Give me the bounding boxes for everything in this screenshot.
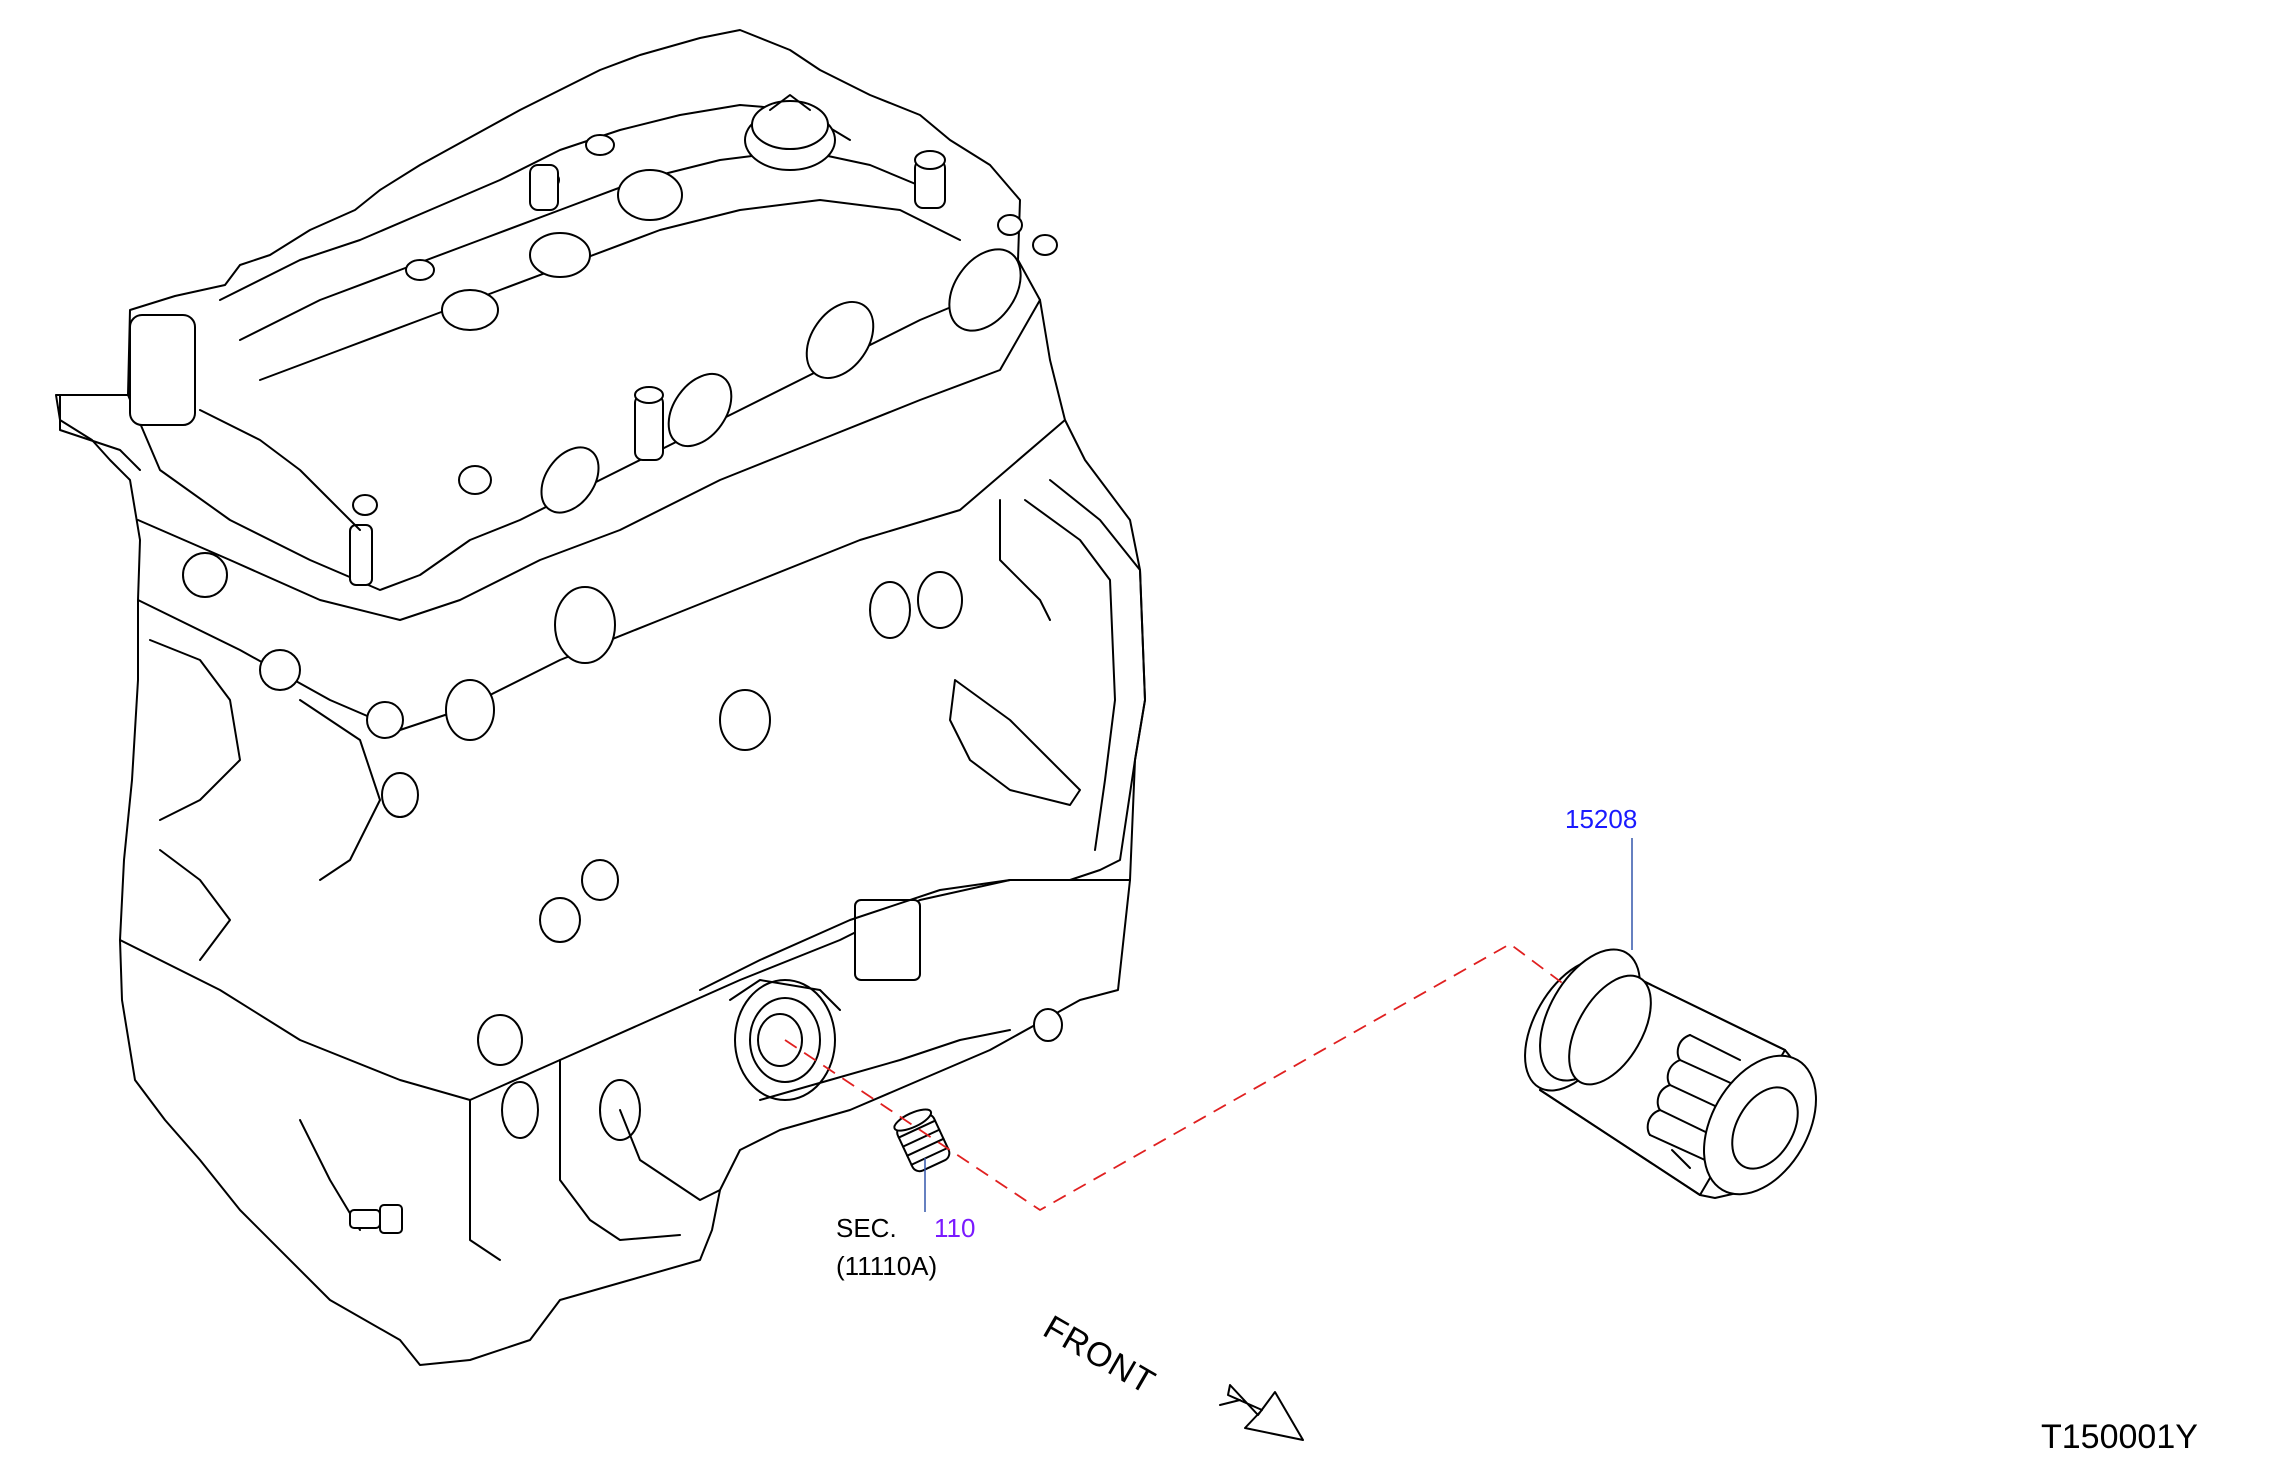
oil-filter-icon [1524, 948, 1817, 1199]
drawing-code: T150001Y [2041, 1418, 2198, 1456]
engine-assembly-icon [55, 29, 1146, 1366]
section-number-link[interactable]: 110 [934, 1213, 976, 1243]
oil-filter-stud-icon [893, 1108, 951, 1173]
assembly-dash-line [784, 942, 1566, 1212]
engine-outline [55, 29, 1146, 1366]
section-prefix: SEC. [836, 1213, 897, 1243]
section-subref: (11110A) [836, 1251, 938, 1281]
front-arrow-icon [1219, 1384, 1304, 1441]
part-number-label[interactable]: 15208 [1565, 804, 1638, 834]
